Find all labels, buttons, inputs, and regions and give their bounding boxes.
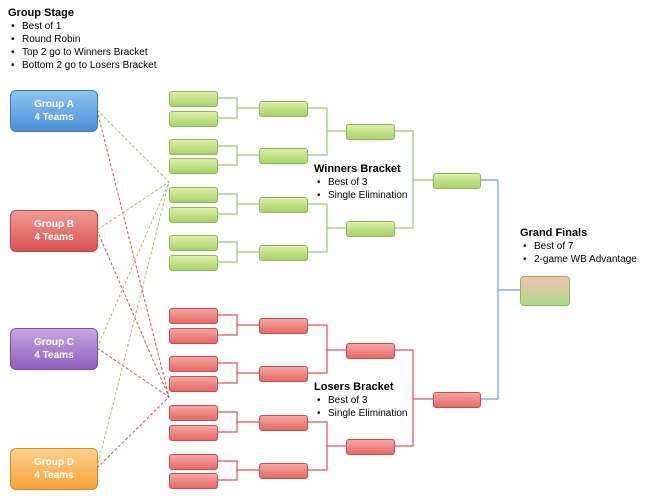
winners-bracket-bullet: Best of 3 [314,176,408,189]
wb-r1-slot [169,255,218,271]
group-c-name: Group C [34,337,74,348]
lb-r2-slot [259,463,308,479]
group-c-teams: 4 Teams [34,350,74,361]
wb-r1-slot [169,187,218,203]
lb-r1-slot [169,328,218,344]
grand-finals-slot [520,276,570,306]
group-b-box: Group B 4 Teams [10,210,98,252]
grand-finals-bullet: 2-game WB Advantage [520,253,637,266]
wb-r1-slot [169,111,218,127]
group-stage-title: Group Stage [8,7,75,19]
lb-r1-slot [169,376,218,392]
wb-r1-slot [169,207,218,223]
winners-bracket-bullet: Single Elimination [314,189,408,202]
group-stage-bullet: Round Robin [8,33,157,46]
lb-r1-slot [169,454,218,470]
group-d-box: Group D 4 Teams [10,448,98,490]
wb-r2-slot [259,101,308,117]
group-a-name: Group A [34,99,74,110]
lb-r1-slot [169,473,218,489]
wb-final-slot [433,173,481,189]
group-c-box: Group C 4 Teams [10,328,98,370]
wb-r2-slot [259,245,308,261]
winners-bracket-title: Winners Bracket [314,163,401,175]
wb-r1-slot [169,235,218,251]
grand-finals-info: Grand Finals Best of 7 2-game WB Advanta… [520,226,637,266]
group-stage-bullet: Top 2 go to Winners Bracket [8,46,157,59]
lb-r1-slot [169,425,218,441]
lb-r2-slot [259,415,308,431]
lb-r1-slot [169,405,218,421]
group-d-name: Group D [34,457,74,468]
group-stage-bullet: Bottom 2 go to Losers Bracket [8,59,157,72]
losers-bracket-bullet: Single Elimination [314,407,408,420]
group-b-teams: 4 Teams [34,232,74,243]
wb-r1-slot [169,139,218,155]
wb-r2-slot [259,148,308,164]
losers-connectors [217,314,433,481]
wb-r3-slot [346,124,395,140]
lb-r3-slot [346,439,395,455]
lb-r1-slot [169,356,218,372]
lb-final-slot [433,392,481,408]
losers-bracket-info: Losers Bracket Best of 3 Single Eliminat… [314,380,408,420]
lb-r2-slot [259,318,308,334]
group-d-teams: 4 Teams [34,470,74,481]
grand-finals-title: Grand Finals [520,227,588,239]
losers-bracket-title: Losers Bracket [314,381,394,393]
group-a-teams: 4 Teams [34,112,74,123]
group-b-name: Group B [34,219,74,230]
wb-r2-slot [259,197,308,213]
winners-bracket-info: Winners Bracket Best of 3 Single Elimina… [314,162,408,202]
lb-r1-slot [169,308,218,324]
finals-connectors [479,179,520,400]
grand-finals-bullet: Best of 7 [520,240,637,253]
group-a-box: Group A 4 Teams [10,90,98,132]
wb-r1-slot [169,91,218,107]
lb-r3-slot [346,343,395,359]
losers-bracket-bullet: Best of 3 [314,394,408,407]
winners-connectors [217,97,433,263]
wb-r3-slot [346,221,395,237]
group-distribution-lines [96,109,170,469]
group-stage-info: Group Stage Best of 1 Round Robin Top 2 … [8,6,157,72]
lb-r2-slot [259,366,308,382]
wb-r1-slot [169,158,218,174]
group-stage-bullet: Best of 1 [8,20,157,33]
